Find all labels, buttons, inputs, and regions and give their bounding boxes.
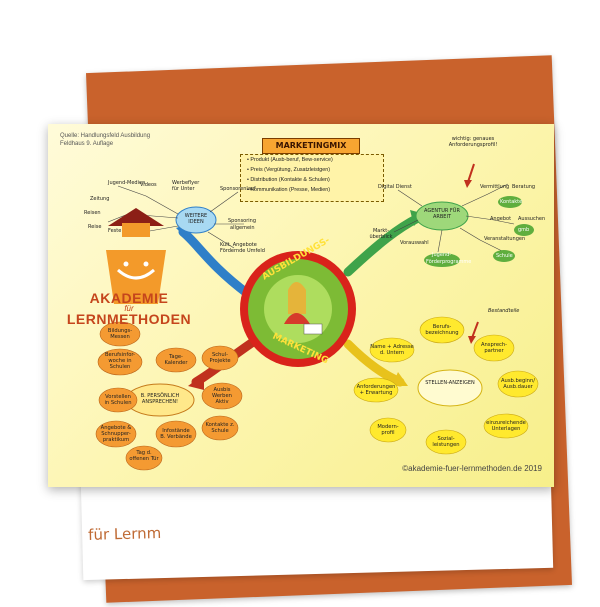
agentur-label: wichtig: genaues Anforderungsprofil! [448,136,498,148]
logo-line-2: für [124,304,134,313]
marketingmix-item: • Distribution (Kontakte & Schulen) [247,177,330,183]
weitere-label: Videos [140,182,157,188]
branch-yellow-arrow [392,372,408,386]
paper [303,323,323,335]
marketingmix-item: • Kommunikation (Presse, Medien) [247,187,331,193]
agentur-label: Schule [496,253,513,259]
stellen-blob-label: Name + Adresse d. Untern [370,344,414,356]
weitere-label: Jugend-Medien [108,180,146,186]
persoenlich-blobs [95,321,243,471]
persoenlich-blob-label: Schul-Projekte [209,352,231,364]
stellen-node [417,369,483,407]
weitere-label: Reisen [84,210,101,216]
persoenlich-blob-label: Berufsinfor-woche in Schulen [104,352,136,370]
person-hair [288,282,306,314]
source-line-2: Feldhaus 9. Auflage [60,141,114,147]
agentur-label: Markt-überblick [369,228,393,240]
agentur-label: AGENTUR FÜR ARBEIT [424,208,460,220]
marketingmix-title: MARKETINGMIX [262,138,360,154]
red-arrow-bottom [471,321,479,339]
green-blob-1 [498,196,522,208]
agentur-label: Vermittlung [480,184,510,190]
agentur-label: Angebot [490,216,512,222]
agentur-label: Veranstaltungen [484,236,526,242]
stellen-blob-label: Modern-profil [377,424,399,436]
weitere-label: Sponsorenlauf [220,186,256,192]
stellen-blob-label: Ansprech-partner [480,342,508,354]
branch-red-arrow [188,374,204,390]
bucket-eye-right [143,261,149,267]
agentur-label: Vorauswahl [400,240,429,246]
stellen-blob-label: Sozial-leistungen [432,436,460,448]
branch-green [343,213,423,277]
source-note: Quelle: Handlungsfeld Ausbildung Feldhau… [60,132,150,148]
agentur-label: Digital Dienst [378,184,412,190]
persoenlich-blob-label: Kontakte z. Schule [205,422,235,434]
weitere-label: Sponsoring [228,218,257,224]
red-arrow-bottom-head [468,336,476,344]
weitere-label: Zeitung [90,196,110,202]
green-blob-3 [424,253,460,267]
back-card-text: für Lernm [87,524,162,544]
agentur-label: Beratung [512,184,536,190]
green-blob-2 [514,224,534,236]
stellen-blobs [353,316,539,455]
weitere-label: Kult. Angebote [220,242,257,248]
green-blob-4 [493,250,515,262]
bucket-eye-left [123,261,129,267]
persoenlich-blob-label: Tage-Kalender [164,354,188,366]
stellen-blob-label: Anforderungen + Erwartung [356,384,396,396]
agentur-label: Kontakte [500,199,523,205]
persoenlich-label: B. PERSÖNLICH ANSPRECHEN! [140,393,180,405]
logo-text: AKADEMIE für LERNMETHODEN [50,290,208,327]
stellen-label: STELLEN-ANZEIGEN [425,380,475,386]
persoenlich-blob-label: Infostände B. Verbände [160,428,192,440]
bucket-smile [117,268,155,280]
marketingmix-item: • Produkt (Ausb-beruf, Bew-service) [247,157,333,163]
agentur-label: Jugend- [432,252,452,258]
persoenlich-blob-label: Vorstellen in Schulen [104,394,132,406]
persoenlich-blob-label: Bildungs-Messen [107,328,133,340]
marketingmix-item: • Preis (Vergütung, Zusatzleistgen) [247,167,331,173]
weitere-label: für Unter [172,186,195,192]
stellen-blob-label: einzureichende Unterlagen [486,420,526,432]
stellen-blob-label: Berufs-bezeichnung [425,324,459,336]
agentur-label: Aussuchen [518,216,546,222]
mindmap-drawing [95,163,539,471]
red-arrow-top [467,163,475,183]
persoenlich-blob-label: Angebote & Schnupper-praktikum [100,425,132,443]
weitere-ideen-node [175,206,217,234]
persoenlich-blob-label: Tag d. offenen Tür [129,450,159,462]
logo-line-3: LERNMETHODEN [66,311,192,327]
agentur-label: Förderprogramme [426,259,472,265]
weitere-ideen-label: WEITERE IDEEN [184,213,208,225]
person-shirt [284,313,310,324]
house-body [122,223,150,237]
weitere-label: Werbeflyer [172,180,200,186]
house-roof [108,208,164,226]
marketingmix-box: • Produkt (Ausb-beruf, Bew-service) • Pr… [240,154,384,202]
source-line-1: Quelle: Handlungsfeld Ausbildung [60,133,151,139]
weitere-label: Reise [88,224,102,230]
weitere-label: allgemein [230,225,255,231]
persoenlich-blob-label: Ausbis Werben Aktiv [212,387,232,405]
copyright: ©akademie-fuer-lernmethoden.de 2019 [402,464,542,473]
agentur-lines [393,183,515,253]
weitere-label: Fördernde Umfeld [220,248,265,254]
stellen-blob-label: Ausb.beginn/ Ausb.dauer [500,378,536,390]
mindmap-card: Quelle: Handlungsfeld Ausbildung Feldhau… [48,124,554,487]
agentur-label: gmb [518,227,530,233]
red-arrow-top-head [464,180,472,188]
logo-line-1: AKADEMIE [89,290,169,306]
stellen-header: Bestandteile [488,308,520,314]
weitere-label: Feste [108,228,122,234]
